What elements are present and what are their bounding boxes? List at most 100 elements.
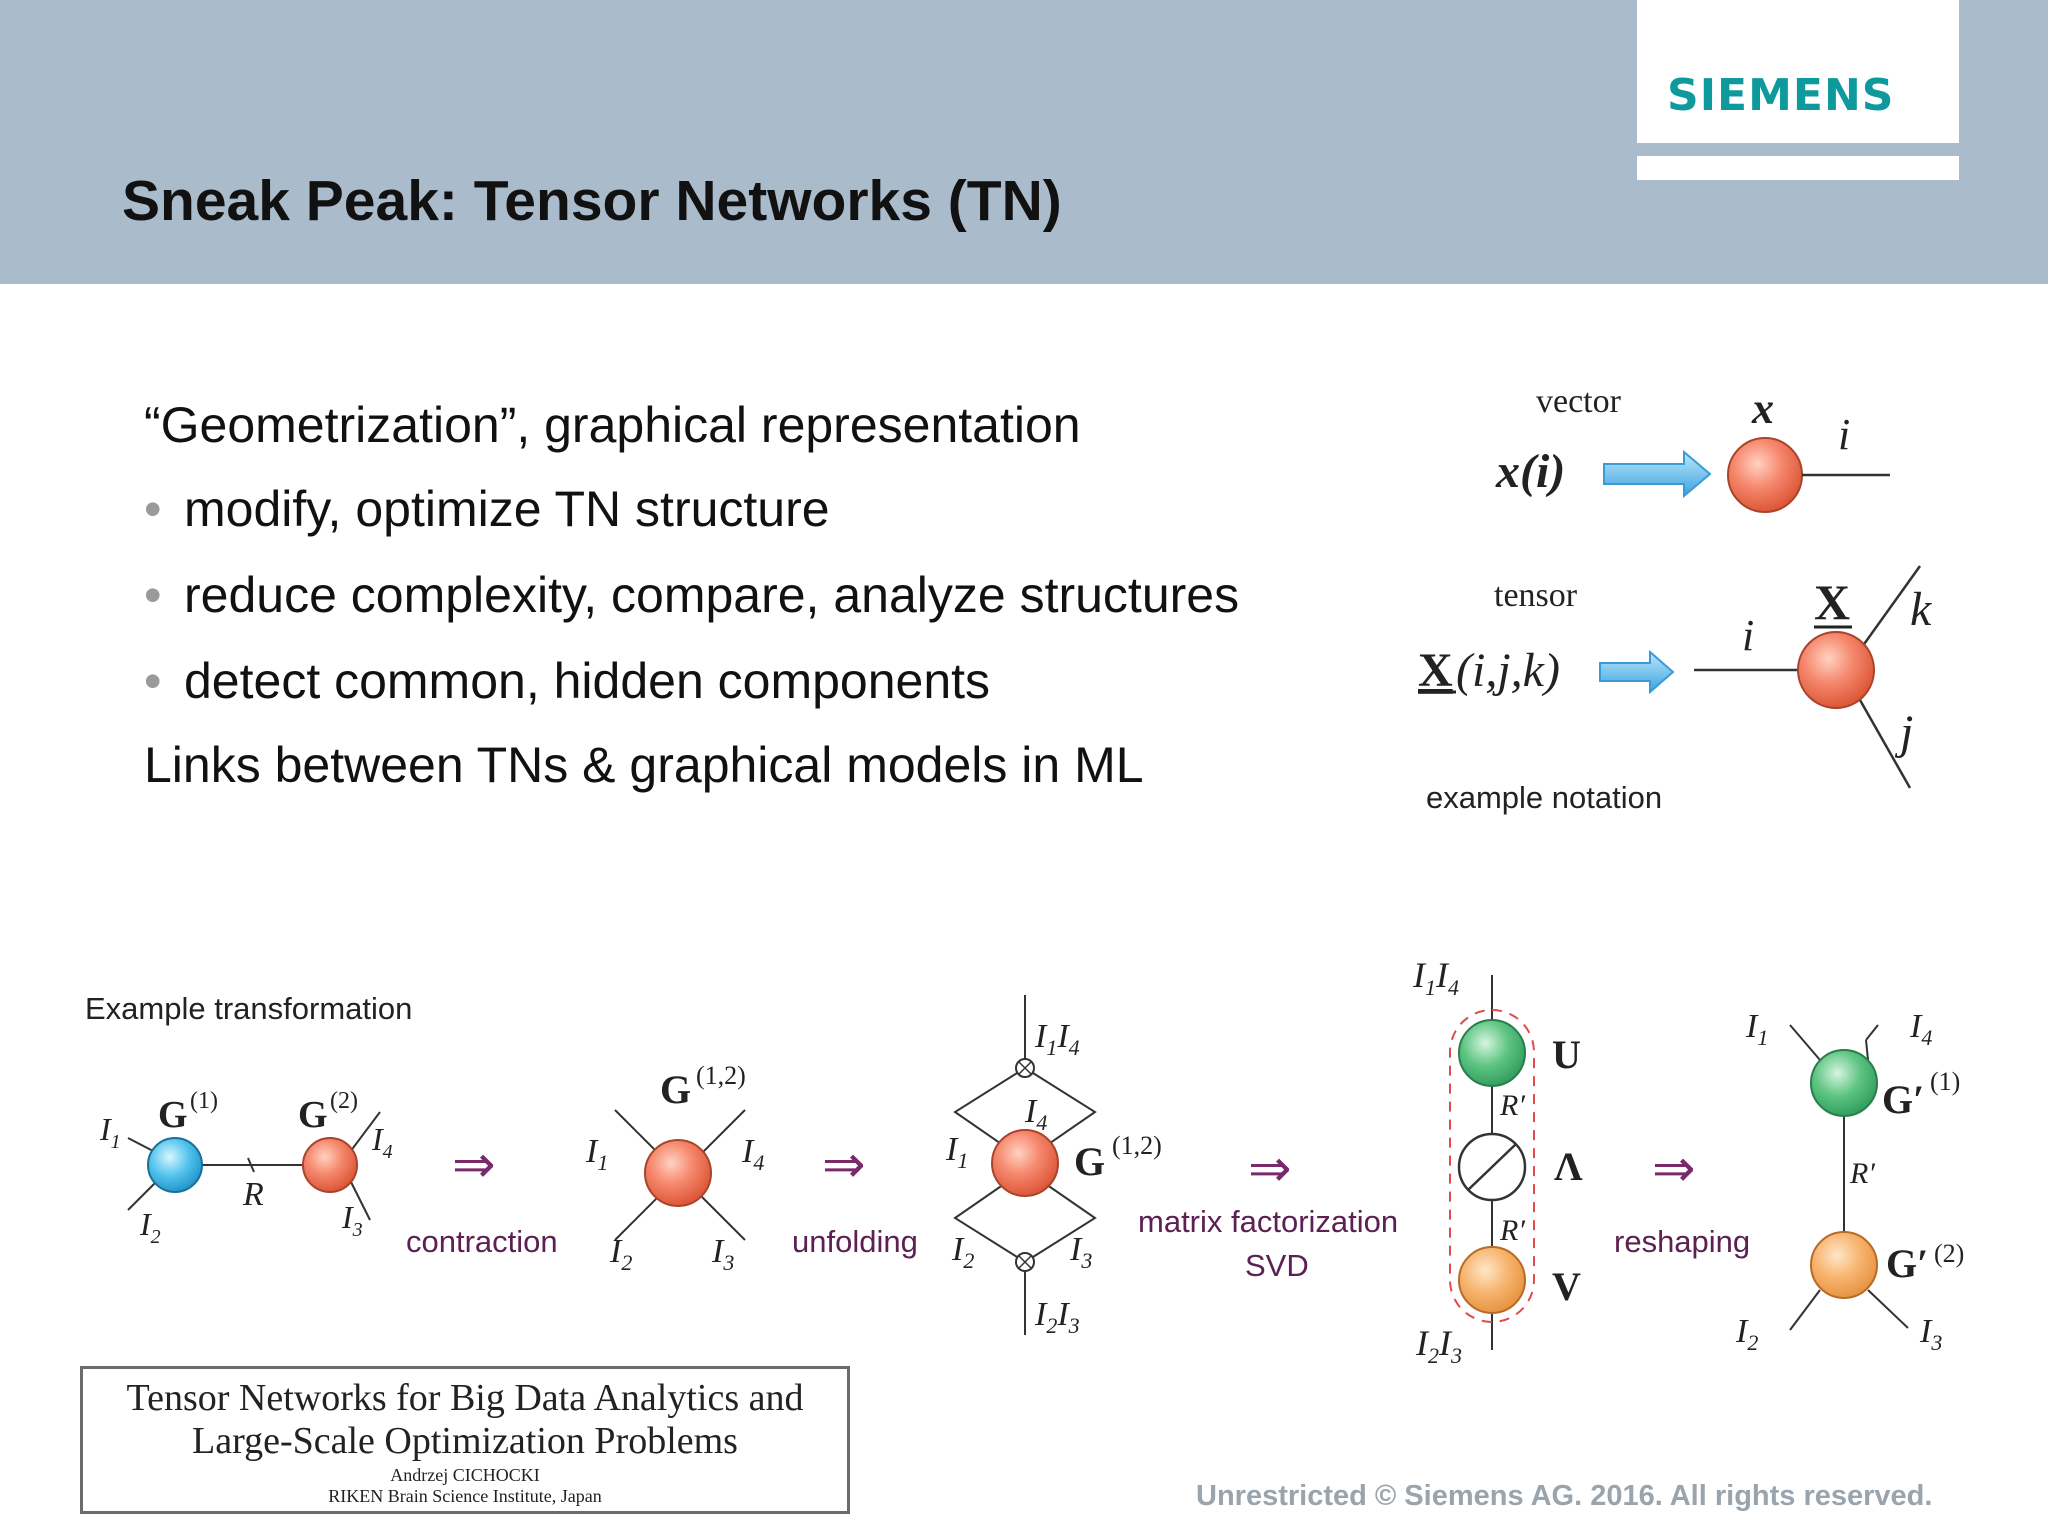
label-Lambda: Λ [1554, 1144, 1583, 1189]
label-I4: I4 [741, 1133, 764, 1175]
tensor-label: tensor [1494, 577, 1578, 614]
bullet-text: reduce complexity, compare, analyze stru… [184, 567, 1240, 623]
node-U [1458, 1019, 1526, 1087]
right-arrow-icon [1603, 449, 1712, 499]
tensor-edge-j [1858, 699, 1912, 789]
bullet-item: •detect common, hidden components [144, 656, 990, 706]
edge-I3 [1867, 1289, 1909, 1329]
node-V [1458, 1246, 1526, 1314]
node-G2 [302, 1137, 358, 1193]
closing-line: Links between TNs & graphical models in … [144, 737, 1144, 793]
edge-I3 [349, 1179, 371, 1221]
vector-index-label: i [1838, 410, 1850, 459]
transform-arrow-icon: ⇒ [822, 1136, 866, 1194]
label-I1I4: I1I4 [1034, 1018, 1080, 1060]
edge-I2 [1789, 1289, 1821, 1331]
logo-strip [1637, 156, 1959, 180]
edge-lower-left [953, 1179, 1026, 1263]
tensor-node-label: X [1814, 574, 1850, 630]
logo-box [1637, 0, 1959, 143]
label-G12: G [660, 1067, 691, 1112]
tensor-index-i: i [1742, 611, 1754, 660]
step-contraction: contraction [406, 1224, 558, 1259]
label-G1-prime: G′ [1882, 1077, 1924, 1122]
edge-I4 [349, 1111, 381, 1153]
reference-author: Andrzej CICHOCKI [390, 1465, 540, 1485]
footer-copyright: Unrestricted © Siemens AG. 2016. All rig… [1196, 1480, 1933, 1512]
bullet-item: • reduce complexity, compare, analyze str… [144, 570, 1239, 620]
bullet-dot-icon: • [144, 653, 162, 709]
label-sup2: (2) [1934, 1239, 1964, 1268]
svd-dashed-outline [1449, 1009, 1535, 1323]
edge-I1 [1789, 1024, 1821, 1061]
tensor-index-k: k [1910, 583, 1933, 636]
vector-node [1727, 437, 1803, 513]
tensor-arguments: (i,j,k) [1456, 644, 1560, 697]
vector-expression: x(i) [1495, 445, 1565, 498]
label-sup12: (1,2) [696, 1061, 746, 1090]
node-G12 [644, 1139, 712, 1207]
diagonal-icon [1467, 1143, 1517, 1191]
label-I2I3: I2I3 [1034, 1296, 1080, 1338]
node-G2-prime [1810, 1231, 1878, 1299]
cross-icon [1018, 1061, 1032, 1075]
label-G1: G [158, 1094, 188, 1136]
label-G2-prime: G′ [1886, 1241, 1928, 1286]
vector-label: vector [1536, 383, 1622, 420]
label-I4: I4 [371, 1121, 393, 1163]
reference-title-line: Large-Scale Optimization Problems [192, 1420, 738, 1462]
label-G2: G [298, 1094, 328, 1136]
edge-tick [247, 1157, 255, 1173]
edge-lower-right [1024, 1179, 1097, 1263]
transformation-caption: Example transformation [85, 991, 412, 1026]
tensor-index-j: j [1894, 706, 1913, 759]
label-I2: I2 [139, 1206, 161, 1248]
step-reshaping: reshaping [1614, 1224, 1750, 1259]
node-G1 [147, 1137, 203, 1193]
label-I4: I4 [1024, 1093, 1047, 1135]
bullet-item: •modify, optimize TN structure [144, 484, 830, 534]
step-factorization: matrix factorization [1138, 1204, 1398, 1239]
edge-I4-a [1865, 1024, 1879, 1041]
node-G1-prime [1810, 1049, 1878, 1117]
reference-box: Tensor Networks for Big Data Analytics a… [80, 1366, 850, 1514]
bullet-dot-icon: • [144, 567, 162, 623]
label-sup1: (1) [190, 1088, 218, 1114]
bullet-dot-icon: • [144, 481, 162, 537]
vector-node-label: x [1751, 384, 1774, 433]
transform-arrow-icon: ⇒ [1248, 1140, 1292, 1198]
tensor-node [1797, 631, 1875, 709]
notation-caption: example notation [1426, 780, 1662, 815]
intro-line: “Geometrization”, graphical representati… [144, 397, 1081, 453]
label-G12: G [1074, 1139, 1105, 1184]
label-I1: I1 [99, 1111, 121, 1153]
siemens-logo: SIEMENS [1667, 70, 1895, 121]
label-I3: I3 [1919, 1313, 1942, 1355]
step-unfolding: unfolding [792, 1224, 918, 1259]
edge-I4-b [1865, 1039, 1869, 1061]
label-V: V [1552, 1264, 1581, 1309]
label-Rp: R′ [1499, 1214, 1525, 1247]
node-G12-unfolded [991, 1129, 1059, 1197]
slide-title: Sneak Peak: Tensor Networks (TN) [122, 169, 1062, 233]
label-I3: I3 [341, 1199, 363, 1241]
edge-I1 [127, 1137, 156, 1153]
label-I2: I2 [951, 1231, 974, 1273]
tensor-edge-k [1860, 565, 1922, 648]
label-U: U [1552, 1032, 1581, 1077]
label-sup2: (2) [330, 1088, 358, 1114]
label-sup12: (1,2) [1112, 1131, 1162, 1160]
reference-institute: RIKEN Brain Science Institute, Japan [328, 1486, 602, 1506]
label-I4: I4 [1909, 1008, 1932, 1050]
edge-upper-right [1024, 1067, 1097, 1151]
label-Rp: R′ [1499, 1089, 1525, 1122]
transform-arrow-icon: ⇒ [452, 1136, 496, 1194]
label-I2: I2 [1735, 1313, 1758, 1355]
label-I3: I3 [1069, 1231, 1092, 1273]
label-Rp: R′ [1849, 1157, 1875, 1190]
step-svd: SVD [1245, 1248, 1309, 1283]
label-R: R [242, 1176, 264, 1213]
label-I3: I3 [711, 1233, 734, 1275]
reference-title: Tensor Networks for Big Data Analytics a… [83, 1377, 847, 1463]
tensor-symbol: X [1418, 644, 1453, 697]
